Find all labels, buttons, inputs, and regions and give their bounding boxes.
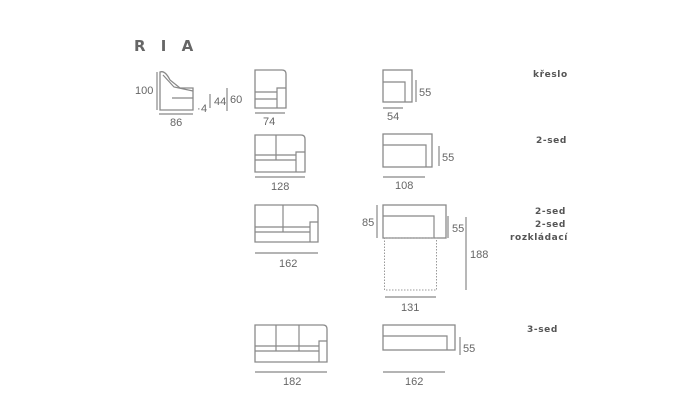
leg-dot: · bbox=[197, 103, 201, 115]
kreslo-top-view bbox=[382, 69, 417, 109]
label-2sed-b: 2-sed bbox=[535, 220, 566, 230]
label-2sed: 2-sed bbox=[536, 136, 567, 146]
2sed-top-width: 108 bbox=[395, 180, 413, 192]
2sed-bed-front-view bbox=[254, 204, 319, 254]
arm-height: 60 bbox=[230, 94, 242, 106]
2sed-bed-top-depth: 55 bbox=[452, 223, 464, 235]
leg-height: 4 bbox=[201, 103, 207, 115]
armchair-side-view bbox=[156, 71, 228, 115]
2sed-bed-front-width: 162 bbox=[279, 258, 297, 270]
label-3sed: 3-sed bbox=[527, 325, 558, 335]
3sed-top-width: 162 bbox=[405, 376, 423, 388]
3sed-top-view bbox=[382, 324, 461, 373]
2sed-top-depth: 55 bbox=[442, 152, 454, 164]
2sed-bed-total-depth: 85 bbox=[362, 217, 374, 229]
label-2sed-a: 2-sed bbox=[535, 207, 566, 217]
3sed-top-depth: 55 bbox=[463, 343, 475, 355]
3sed-front-width: 182 bbox=[283, 376, 301, 388]
label-kreslo: křeslo bbox=[533, 70, 568, 80]
2sed-front-view bbox=[254, 134, 306, 178]
armchair-depth: 86 bbox=[170, 117, 182, 129]
2sed-bed-top-width: 131 bbox=[401, 302, 419, 314]
2sed-bed-top-view bbox=[376, 204, 467, 298]
2sed-front-width: 128 bbox=[271, 181, 289, 193]
product-title: R I A bbox=[134, 37, 198, 55]
2sed-top-view bbox=[382, 133, 440, 178]
label-rozkladaci: rozkládací bbox=[510, 233, 568, 243]
kreslo-top-width: 54 bbox=[387, 111, 399, 123]
3sed-front-view bbox=[254, 324, 328, 373]
kreslo-front-width: 74 bbox=[263, 116, 275, 128]
armchair-height: 100 bbox=[135, 85, 153, 97]
seat-height: 44 bbox=[214, 96, 226, 108]
2sed-bed-length: 188 bbox=[470, 249, 488, 261]
kreslo-top-depth: 55 bbox=[419, 87, 431, 99]
kreslo-front-view bbox=[254, 69, 287, 114]
